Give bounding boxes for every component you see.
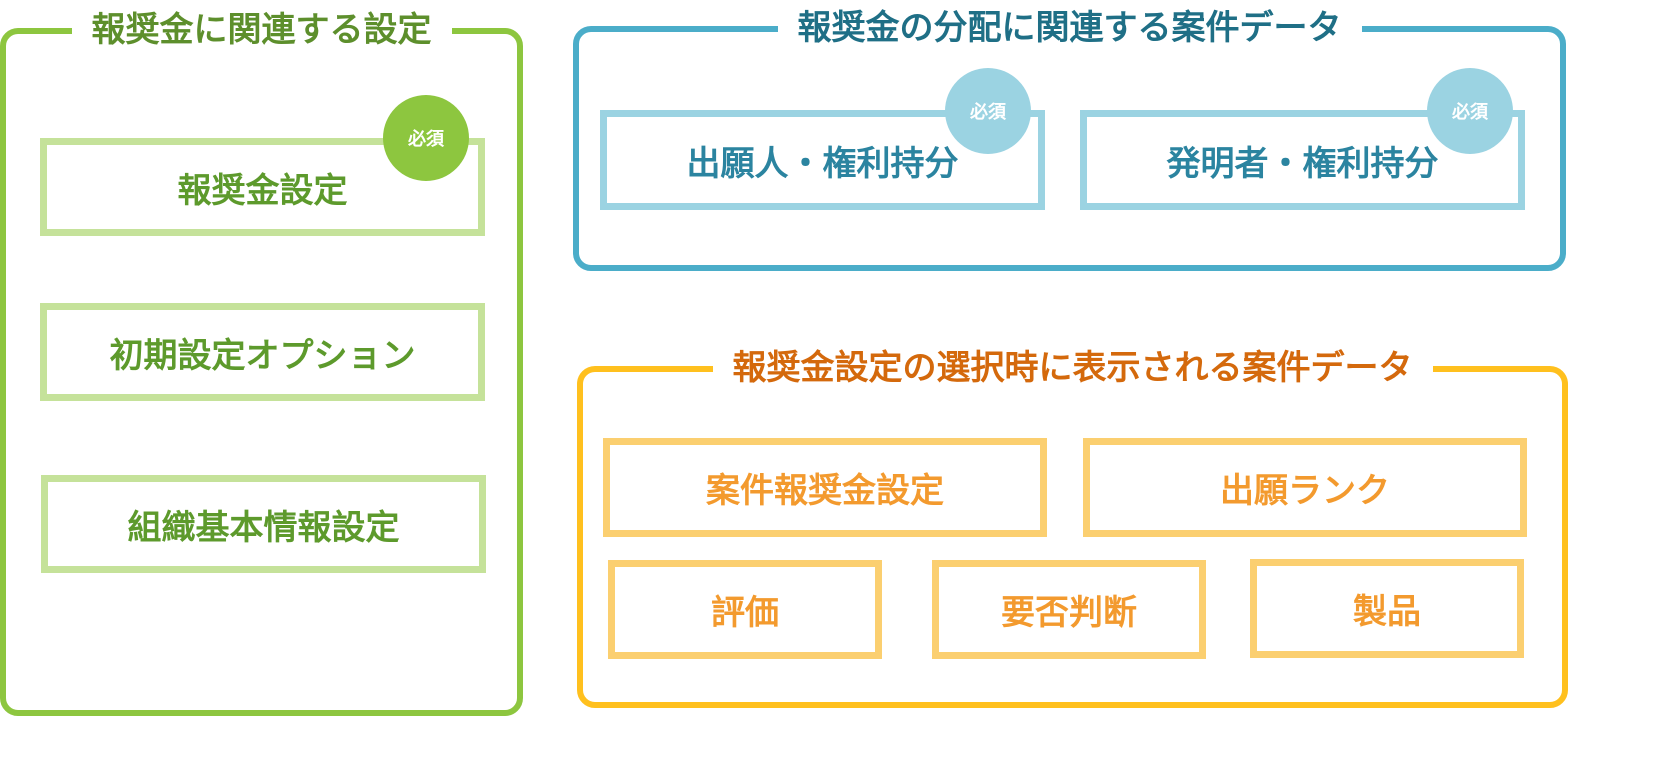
org-info-label: 組織基本情報設定 [127, 507, 400, 548]
case-reward-settings-label: 案件報奨金設定 [706, 471, 944, 511]
evaluation-box[interactable]: 評価 [608, 560, 882, 659]
product-label: 製品 [1353, 592, 1421, 632]
required-badge-label: 必須 [1452, 102, 1488, 123]
filing-rank-label: 出願ランク [1220, 471, 1390, 511]
inventor-share-label: 発明者・権利持分 [1166, 143, 1439, 184]
display-panel-title: 報奨金設定の選択時に表示される案件データ [712, 346, 1433, 390]
reward-settings-label: 報奨金設定 [177, 170, 348, 211]
necessity-judgment-box[interactable]: 要否判断 [932, 560, 1206, 659]
evaluation-label: 評価 [711, 593, 779, 633]
applicant-share-label: 出願人・権利持分 [686, 143, 959, 184]
distribution-panel-title: 報奨金の分配に関連する案件データ [777, 6, 1362, 50]
case-reward-settings-box[interactable]: 案件報奨金設定 [603, 438, 1047, 537]
filing-rank-box[interactable]: 出願ランク [1083, 438, 1527, 537]
required-badge: 必須 [383, 95, 469, 181]
required-badge-label: 必須 [970, 102, 1006, 123]
settings-panel: 報奨金に関連する設定 [0, 8, 523, 716]
required-badge: 必須 [945, 68, 1031, 154]
display-panel: 報奨金設定の選択時に表示される案件データ [577, 346, 1568, 708]
distribution-panel: 報奨金の分配に関連する案件データ [573, 6, 1566, 271]
product-box[interactable]: 製品 [1250, 559, 1524, 658]
initial-options-box[interactable]: 初期設定オプション [40, 303, 485, 401]
initial-options-label: 初期設定オプション [109, 335, 416, 376]
reward-settings-box[interactable]: 報奨金設定 [40, 138, 485, 236]
required-badge: 必須 [1427, 68, 1513, 154]
required-badge-label: 必須 [408, 129, 444, 150]
org-info-box[interactable]: 組織基本情報設定 [41, 475, 486, 573]
settings-panel-title: 報奨金に関連する設定 [71, 8, 452, 52]
necessity-judgment-label: 要否判断 [1001, 593, 1137, 633]
